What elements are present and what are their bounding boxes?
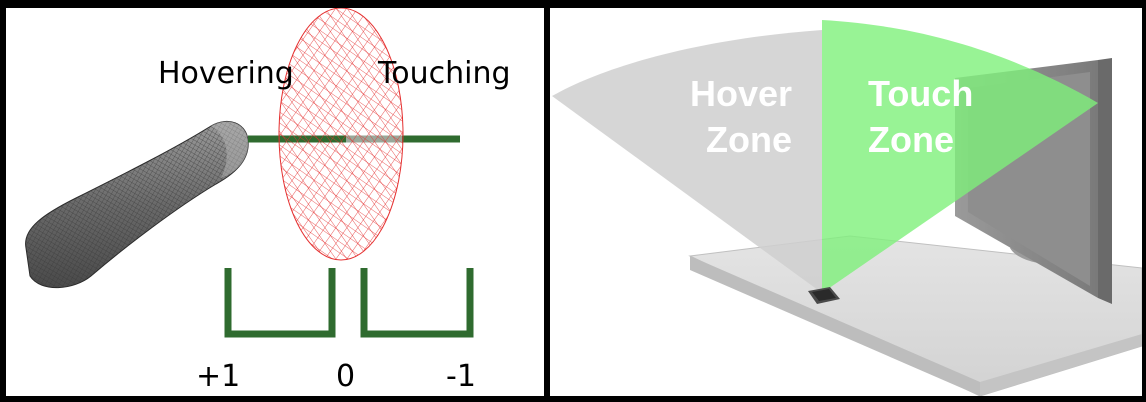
touch-zone-shape — [822, 20, 1098, 293]
value-zero: 0 — [336, 359, 355, 394]
state-step-indicator — [224, 268, 474, 338]
hover-zone-shape — [552, 30, 822, 293]
hover-zone-label-line1: Hover — [690, 73, 792, 114]
depth-sensor-device — [808, 287, 840, 304]
hovering-label: Hovering — [158, 56, 294, 91]
hover-zone-label-line2: Zone — [706, 119, 792, 160]
value-minus-one: -1 — [446, 359, 476, 394]
hover-touch-diagram-panel: Hovering Touching +1 0 -1 — [6, 8, 544, 396]
touch-ellipse-mesh — [278, 8, 404, 261]
touch-zone-label-line2: Zone — [868, 119, 954, 160]
interaction-zones-scene: Hover Zone Touch Zone — [552, 20, 1142, 396]
hover-touch-diagram: Hovering Touching +1 0 -1 — [25, 8, 511, 394]
finger-model — [25, 121, 249, 289]
value-plus-one: +1 — [196, 359, 240, 394]
touching-label: Touching — [377, 56, 511, 91]
touch-zone-label-line1: Touch — [868, 73, 973, 114]
interaction-zones-panel: Hover Zone Touch Zone — [550, 8, 1142, 396]
